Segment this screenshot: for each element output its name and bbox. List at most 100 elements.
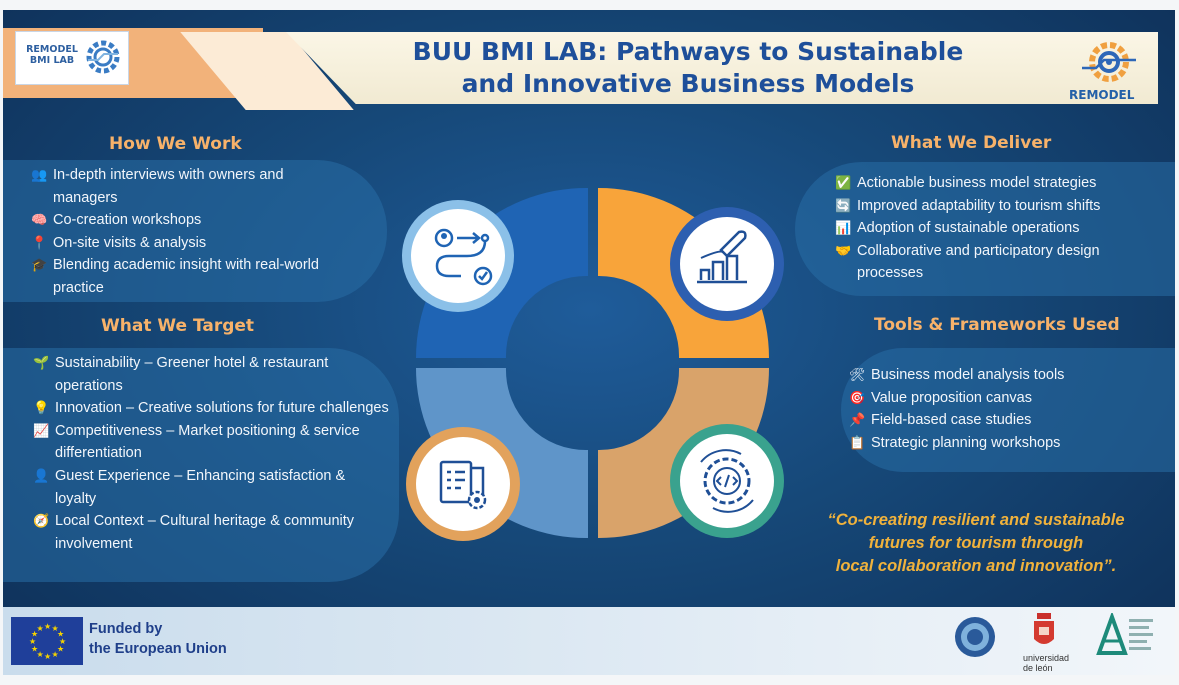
item-text: Local Context – Cultural heritage & comm… — [55, 513, 355, 552]
logo-line-2: BMI LAB — [29, 55, 75, 66]
how-we-work-item: 🧠 Co-creation workshops — [31, 209, 351, 232]
quote-line-2: futures for tourism through — [868, 534, 1084, 552]
quote-line-3: local collaboration and innovation”. — [835, 557, 1117, 575]
code-gear-icon — [670, 424, 784, 538]
compass-icon: 🧭 — [33, 513, 50, 529]
what-we-target-item: 👤 Guest Experience – Enhancing satisfacti… — [33, 465, 389, 510]
what-we-target-item: 💡 Innovation – Creative solutions for fut… — [33, 397, 389, 420]
eu-flag-icon: ★★★★★★★★★★★★ — [11, 617, 83, 665]
item-text: Sustainability – Greener hotel & restaur… — [55, 355, 329, 394]
what-we-target-item: 📈 Competitiveness – Market positioning & … — [33, 420, 389, 465]
rocket-growth-icon — [670, 207, 784, 321]
tools-list: 🛠 Business model analysis tools 🎯 Value pro… — [849, 364, 1149, 454]
item-text: Collaborative and participatory design p… — [857, 242, 1100, 282]
remodel-brand-label: REMODEL — [1069, 88, 1135, 102]
pushpin-icon: 📌 — [849, 412, 866, 428]
item-text: Strategic planning workshops — [871, 434, 1061, 451]
what-we-deliver-item: ✅ Actionable business model strategies — [835, 172, 1155, 195]
how-we-work-heading: How We Work — [109, 134, 242, 154]
remodel-bmi-lab-logo: REMODEL BMI LAB — [15, 31, 129, 85]
item-text: Value proposition canvas — [871, 389, 1032, 406]
what-we-deliver-item: 🤝 Collaborative and participatory design … — [835, 240, 1155, 285]
what-we-target-list: 🌱Sustainability – Greener hotel & restau… — [33, 352, 389, 555]
tools-item: 🛠 Business model analysis tools — [849, 364, 1149, 387]
central-ring-diagram — [402, 187, 784, 541]
item-text: Competitiveness – Market positioning & s… — [55, 422, 360, 462]
tools-icon: 🛠 — [849, 367, 866, 382]
target-icon: 🎯 — [849, 389, 866, 405]
brain-icon: 🧠 — [31, 212, 48, 228]
item-text: Co-creation workshops — [53, 212, 202, 229]
eu-star-icon: ★ — [31, 645, 38, 654]
bar-chart-icon: 📊 — [835, 220, 852, 236]
item-text: Guest Experience – Enhancing satisfactio… — [55, 467, 346, 507]
what-we-deliver-item: 🔄 Improved adaptability to tourism shifts — [835, 195, 1155, 218]
title-line-1: BUU BMI LAB: Pathways to Sustainable — [412, 37, 964, 66]
how-we-work-panel — [3, 160, 387, 302]
item-text: Blending academic insight with real-worl… — [53, 257, 319, 296]
how-we-work-item: 👥 In-depth interviews with owners and man… — [31, 164, 351, 209]
eu-star-icon: ★ — [52, 650, 59, 659]
eu-star-icon: ★ — [44, 622, 51, 631]
item-text: Business model analysis tools — [871, 367, 1065, 383]
funded-line-1: Funded by — [89, 621, 163, 637]
item-text: Field-based case studies — [871, 412, 1032, 429]
leon-line-1: universidad — [1023, 653, 1070, 663]
eu-star-icon: ★ — [59, 637, 66, 646]
check-icon: ✅ — [835, 175, 852, 190]
refresh-icon: 🔄 — [835, 197, 852, 213]
what-we-deliver-heading: What We Deliver — [891, 133, 1052, 153]
graduation-cap-icon: 🎓 — [31, 257, 48, 273]
tools-item: 🎯 Value proposition canvas — [849, 387, 1149, 410]
what-we-deliver-panel — [795, 162, 1175, 296]
tools-panel — [841, 348, 1175, 472]
eu-star-icon: ★ — [31, 630, 38, 639]
pin-icon: 📍 — [31, 234, 48, 250]
clipboard-icon: 📋 — [849, 434, 866, 450]
footer: ★★★★★★★★★★★★ Funded by the European Unio… — [3, 607, 1175, 675]
item-text: Improved adaptability to tourism shifts — [857, 197, 1101, 214]
eu-star-icon: ★ — [52, 624, 59, 633]
what-we-target-heading: What We Target — [101, 316, 255, 336]
university-seal-logo — [955, 617, 995, 657]
lightbulb-icon: 💡 — [33, 400, 50, 416]
tools-item: 📋 Strategic planning workshops — [849, 432, 1149, 455]
eu-star-icon: ★ — [37, 650, 44, 659]
gear-icon — [86, 40, 120, 74]
title-banner — [286, 32, 1158, 104]
universidad-de-leon-crest — [1034, 613, 1054, 644]
title-line-2: and Innovative Business Models — [461, 69, 915, 98]
item-text: In-depth interviews with owners and mana… — [53, 167, 284, 206]
eu-star-icon: ★ — [37, 624, 44, 633]
what-we-deliver-item: 📊 Adoption of sustainable operations — [835, 217, 1155, 240]
eu-star-icon: ★ — [29, 637, 36, 646]
funded-by-eu-text: Funded by the European Union — [89, 619, 227, 659]
page-title: BUU BMI LAB: Pathways to Sustainable and… — [358, 36, 1018, 100]
item-text: Adoption of sustainable operations — [857, 220, 1080, 237]
what-we-deliver-list: ✅ Actionable business model strategies 🔄 Im… — [835, 172, 1155, 285]
funded-line-2: the European Union — [89, 641, 227, 657]
person-icon: 👤 — [33, 467, 50, 483]
item-text: Actionable business model strategies — [857, 175, 1097, 191]
how-we-work-list: 👥 In-depth interviews with owners and man… — [31, 164, 351, 300]
eu-star-icon: ★ — [57, 630, 64, 639]
poster: REMODEL BMI LAB BUU BMI LAB: Pathways to… — [3, 10, 1175, 675]
how-we-work-item: 🎓 Blending academic insight with real-wor… — [31, 254, 351, 299]
quote-line-1: “Co-creating resilient and sustainable — [827, 511, 1125, 529]
eu-star-icon: ★ — [57, 645, 64, 654]
tools-heading: Tools & Frameworks Used — [874, 315, 1120, 335]
people-icon: 👥 — [31, 167, 48, 182]
documents-gear-icon — [406, 427, 520, 541]
universidad-de-leon-label: universidad de león — [1023, 653, 1069, 673]
tools-item: 📌 Field-based case studies — [849, 409, 1149, 432]
handshake-icon: 🤝 — [835, 242, 852, 258]
chart-up-icon: 📈 — [33, 422, 50, 438]
what-we-target-item: 🌱Sustainability – Greener hotel & restau… — [33, 352, 389, 397]
process-flow-icon — [402, 200, 514, 312]
remodel-gear-icon — [1082, 42, 1136, 82]
atlantic-technological-university-logo — [1096, 613, 1153, 655]
item-text: Innovation – Creative solutions for futu… — [55, 400, 389, 417]
item-text: On-site visits & analysis — [53, 234, 207, 251]
what-we-target-item: 🧭 Local Context – Cultural heritage & com… — [33, 510, 389, 555]
mission-quote: “Co-creating resilient and sustainable f… — [783, 509, 1169, 578]
